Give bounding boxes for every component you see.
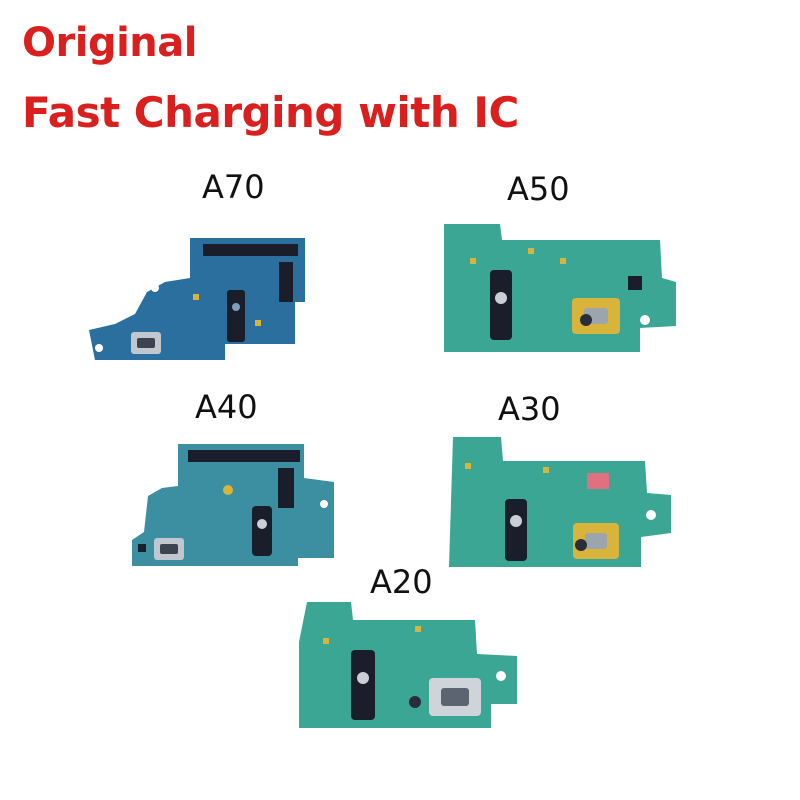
charging-board-a50 [440, 218, 680, 358]
model-label-a50: A50 [507, 170, 570, 208]
model-label-a20: A20 [370, 563, 433, 601]
charging-board-a70 [85, 232, 310, 367]
charging-board-a40 [128, 440, 343, 570]
charging-board-a30 [445, 433, 685, 573]
charging-board-a20 [295, 598, 535, 738]
heading-original: Original [22, 20, 197, 66]
model-label-a70: A70 [202, 168, 265, 206]
model-label-a40: A40 [195, 388, 258, 426]
heading-fast-charging: Fast Charging with IC [22, 88, 519, 137]
model-label-a30: A30 [498, 390, 561, 428]
